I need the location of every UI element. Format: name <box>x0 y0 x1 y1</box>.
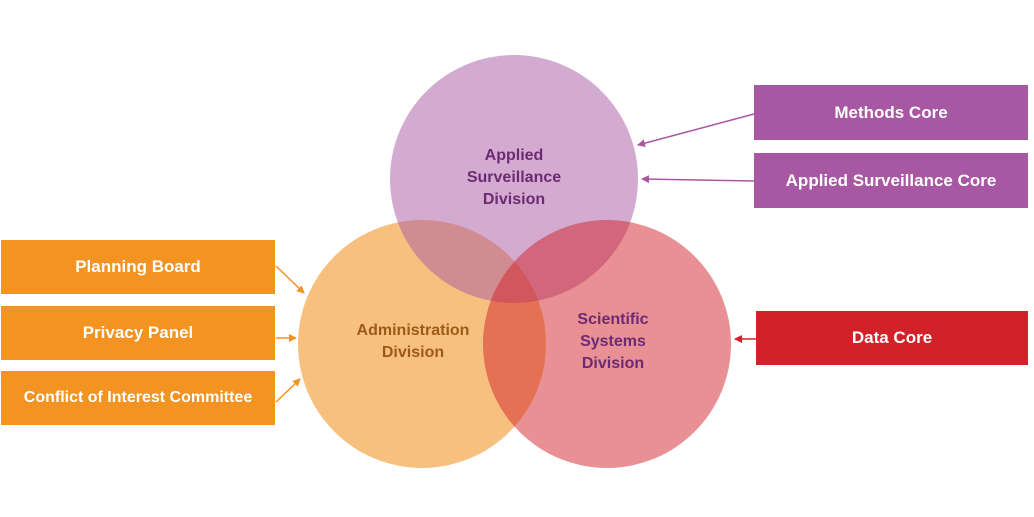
applied-surveillance-core-label: Applied Surveillance Core <box>785 170 997 190</box>
label-line: Division <box>482 191 546 208</box>
applied-surveillance-core-box: Applied Surveillance Core <box>754 153 1028 208</box>
methods-core-box: Methods Core <box>754 85 1028 140</box>
planning-board-arrow <box>275 265 305 294</box>
conflict-committee-arrow <box>275 378 301 403</box>
applied-surveillance-core-arrow <box>641 175 755 184</box>
planning-board-box: Planning Board <box>1 240 275 294</box>
conflict-of-interest-committee-box: Conflict of Interest Committee <box>1 371 275 425</box>
planning-board-label: Planning Board <box>75 257 201 276</box>
administration-division-label: Administration Division <box>338 320 488 364</box>
label-line: Division <box>381 344 445 361</box>
scientific-systems-division-circle <box>483 220 731 468</box>
privacy-panel-box: Privacy Panel <box>1 306 275 360</box>
label-line: Systems <box>580 333 646 350</box>
scientific-systems-division-label: Scientific Systems Division <box>553 309 673 375</box>
privacy-panel-label: Privacy Panel <box>82 323 194 342</box>
applied-surveillance-division-label: Applied Surveillance Division <box>454 145 574 211</box>
methods-core-label: Methods Core <box>834 102 948 122</box>
label-line: Applied <box>484 147 544 164</box>
data-core-box: Data Core <box>756 311 1028 365</box>
label-line: Administration <box>356 322 470 339</box>
data-core-label: Data Core <box>851 328 933 347</box>
conflict-of-interest-committee-label: Conflict of Interest Committee <box>23 389 253 406</box>
label-line: Division <box>581 355 645 372</box>
methods-core-arrow <box>637 113 755 148</box>
label-line: Surveillance <box>466 169 562 186</box>
label-line: Scientific <box>577 311 649 328</box>
